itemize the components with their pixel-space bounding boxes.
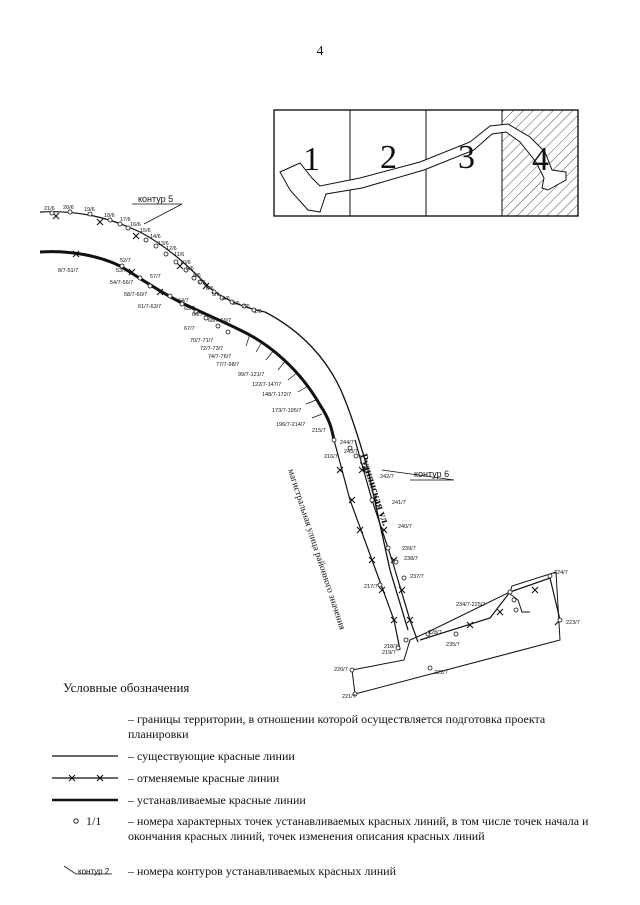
- svg-text:18/6: 18/6: [104, 213, 115, 219]
- svg-text:68/7-69/7: 68/7-69/7: [208, 318, 231, 324]
- index-sheet-4: 4: [532, 141, 549, 178]
- svg-text:6/6: 6/6: [206, 286, 214, 292]
- svg-text:148/7-172/7: 148/7-172/7: [262, 392, 291, 398]
- svg-text:242/7: 242/7: [380, 474, 394, 480]
- svg-text:10/6: 10/6: [180, 260, 191, 266]
- svg-text:222/7: 222/7: [434, 670, 448, 676]
- legend-symbols: [52, 755, 118, 875]
- svg-text:5/6: 5/6: [212, 292, 220, 298]
- territory-boundary: [351, 571, 561, 695]
- index-sheet-3: 3: [458, 139, 475, 176]
- svg-text:217/7: 217/7: [364, 584, 378, 590]
- svg-text:244/7: 244/7: [340, 440, 354, 446]
- svg-text:15/6: 15/6: [140, 228, 151, 234]
- legend-contour-symbol-label: контур 2: [78, 867, 110, 876]
- svg-text:216/7: 216/7: [324, 454, 338, 460]
- index-street-outline: [279, 123, 567, 213]
- contour-6-label: контур 6: [414, 469, 449, 479]
- svg-text:65/7: 65/7: [184, 306, 195, 312]
- svg-text:218/7: 218/7: [384, 644, 398, 650]
- established-red-line-west: [39, 250, 336, 441]
- contour-6-leader: [381, 469, 455, 481]
- legend-point-symbol-label: 1/1: [86, 814, 102, 828]
- svg-text:9/6: 9/6: [186, 266, 194, 272]
- svg-text:67/7: 67/7: [184, 326, 195, 332]
- svg-text:224/7: 224/7: [554, 570, 568, 576]
- svg-text:61/7-63/7: 61/7-63/7: [138, 304, 161, 310]
- svg-text:20/6: 20/6: [63, 205, 74, 211]
- svg-text:235/7: 235/7: [446, 642, 460, 648]
- svg-text:243/7: 243/7: [344, 449, 358, 455]
- svg-text:219/7: 219/7: [382, 650, 396, 656]
- street-label-rudnyanskaya: Руднянская ул.: [357, 452, 392, 527]
- index-sheet-2: 2: [380, 139, 397, 176]
- svg-text:72/7-73/7: 72/7-73/7: [200, 346, 223, 352]
- svg-text:196/7-214/7: 196/7-214/7: [276, 422, 305, 428]
- north-red-line: [39, 211, 266, 313]
- svg-text:4/6: 4/6: [222, 296, 230, 302]
- svg-text:7/6: 7/6: [198, 280, 206, 286]
- svg-text:53/7: 53/7: [116, 268, 127, 274]
- svg-text:240/7: 240/7: [398, 524, 412, 530]
- svg-text:8/6: 8/6: [193, 273, 201, 279]
- index-map: 1 2 3 4: [273, 109, 579, 217]
- svg-text:17/6: 17/6: [120, 217, 131, 223]
- legend-symbol-point: [73, 818, 79, 824]
- svg-text:228/7: 228/7: [428, 630, 442, 636]
- street-side-note: магистральная улица районного значения: [285, 468, 348, 632]
- svg-text:99/7-121/7: 99/7-121/7: [238, 372, 264, 378]
- svg-text:1/6: 1/6: [254, 309, 262, 315]
- svg-text:221/7: 221/7: [342, 694, 356, 700]
- svg-text:52/7: 52/7: [120, 258, 131, 264]
- svg-text:215/7: 215/7: [312, 428, 326, 434]
- svg-text:14/6: 14/6: [150, 234, 161, 240]
- svg-text:16/6: 16/6: [130, 222, 141, 228]
- svg-text:74/7-76/7: 74/7-76/7: [208, 354, 231, 360]
- svg-text:11/6: 11/6: [174, 252, 184, 258]
- legend-title: Условные обозначения: [63, 680, 190, 695]
- svg-text:19/6: 19/6: [84, 207, 95, 213]
- svg-text:57/7: 57/7: [150, 274, 161, 280]
- svg-text:77/7-98/7: 77/7-98/7: [216, 362, 239, 368]
- characteristic-points: [49, 209, 563, 697]
- svg-text:220/7: 220/7: [334, 667, 348, 673]
- cancelled-red-line-east: [354, 439, 419, 643]
- legend-symbol-contour: [63, 865, 112, 875]
- svg-text:66/7: 66/7: [192, 312, 203, 318]
- svg-text:21/6: 21/6: [44, 206, 55, 212]
- existing-red-line-east: [264, 311, 409, 631]
- svg-text:3/6: 3/6: [232, 301, 240, 307]
- svg-text:58/7-60/7: 58/7-60/7: [124, 292, 147, 298]
- contour-5-leader: [132, 203, 183, 225]
- svg-text:13/6: 13/6: [158, 241, 169, 247]
- svg-text:241/7: 241/7: [392, 500, 406, 506]
- svg-text:70/7-71/7: 70/7-71/7: [190, 338, 213, 344]
- svg-text:64/7: 64/7: [178, 298, 189, 304]
- svg-text:238/7: 238/7: [404, 556, 418, 562]
- svg-text:234/7-225/7: 234/7-225/7: [456, 602, 485, 608]
- svg-text:8/7-51/7: 8/7-51/7: [58, 268, 78, 274]
- point-labels: 21/6 20/6 19/6 18/6 17/6 16/6 15/6 14/6 …: [44, 205, 580, 700]
- contour-5-label: контур 5: [138, 194, 173, 204]
- svg-text:12/6: 12/6: [166, 246, 177, 252]
- page-number: 4: [316, 44, 324, 59]
- svg-text:239/7: 239/7: [402, 546, 416, 552]
- svg-text:54/7-56/7: 54/7-56/7: [110, 280, 133, 286]
- svg-text:122/7-147/7: 122/7-147/7: [252, 382, 281, 388]
- index-sheet-1: 1: [303, 141, 320, 178]
- svg-text:237/7: 237/7: [410, 574, 424, 580]
- main-plan: [39, 203, 563, 697]
- southern-small-block: [509, 593, 530, 613]
- svg-text:2/6: 2/6: [242, 304, 250, 310]
- svg-text:223/7: 223/7: [566, 620, 580, 626]
- svg-text:173/7-195/7: 173/7-195/7: [272, 408, 301, 414]
